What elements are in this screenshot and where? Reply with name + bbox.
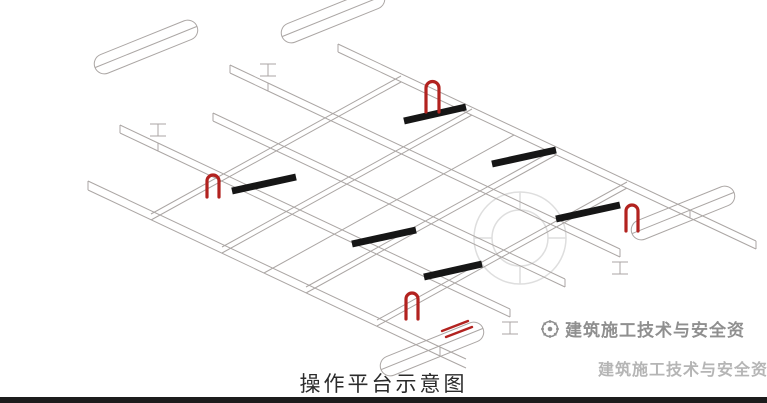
pipe-capsule-top-center [280, 0, 386, 44]
watermark-partial-text: 建筑施工技术与安全资 [598, 362, 767, 379]
watermark-text: 建筑施工技术与安全资 [565, 321, 745, 340]
wireframe-lines [87, 0, 757, 377]
plank-bars [231, 103, 621, 281]
pipe-capsule-bottom-center [379, 321, 485, 377]
lifting-hook-icons [205, 79, 640, 339]
pipe-capsule-top-left [93, 19, 199, 75]
bottom-border-bar [0, 397, 767, 403]
watermark: 建筑施工技术与安全资 [540, 316, 745, 341]
figure-caption: 操作平台示意图 [299, 373, 468, 396]
ghost-logo-icon [473, 191, 567, 285]
pipe-capsule-right [630, 185, 736, 241]
watermark-logo-icon [541, 319, 559, 338]
